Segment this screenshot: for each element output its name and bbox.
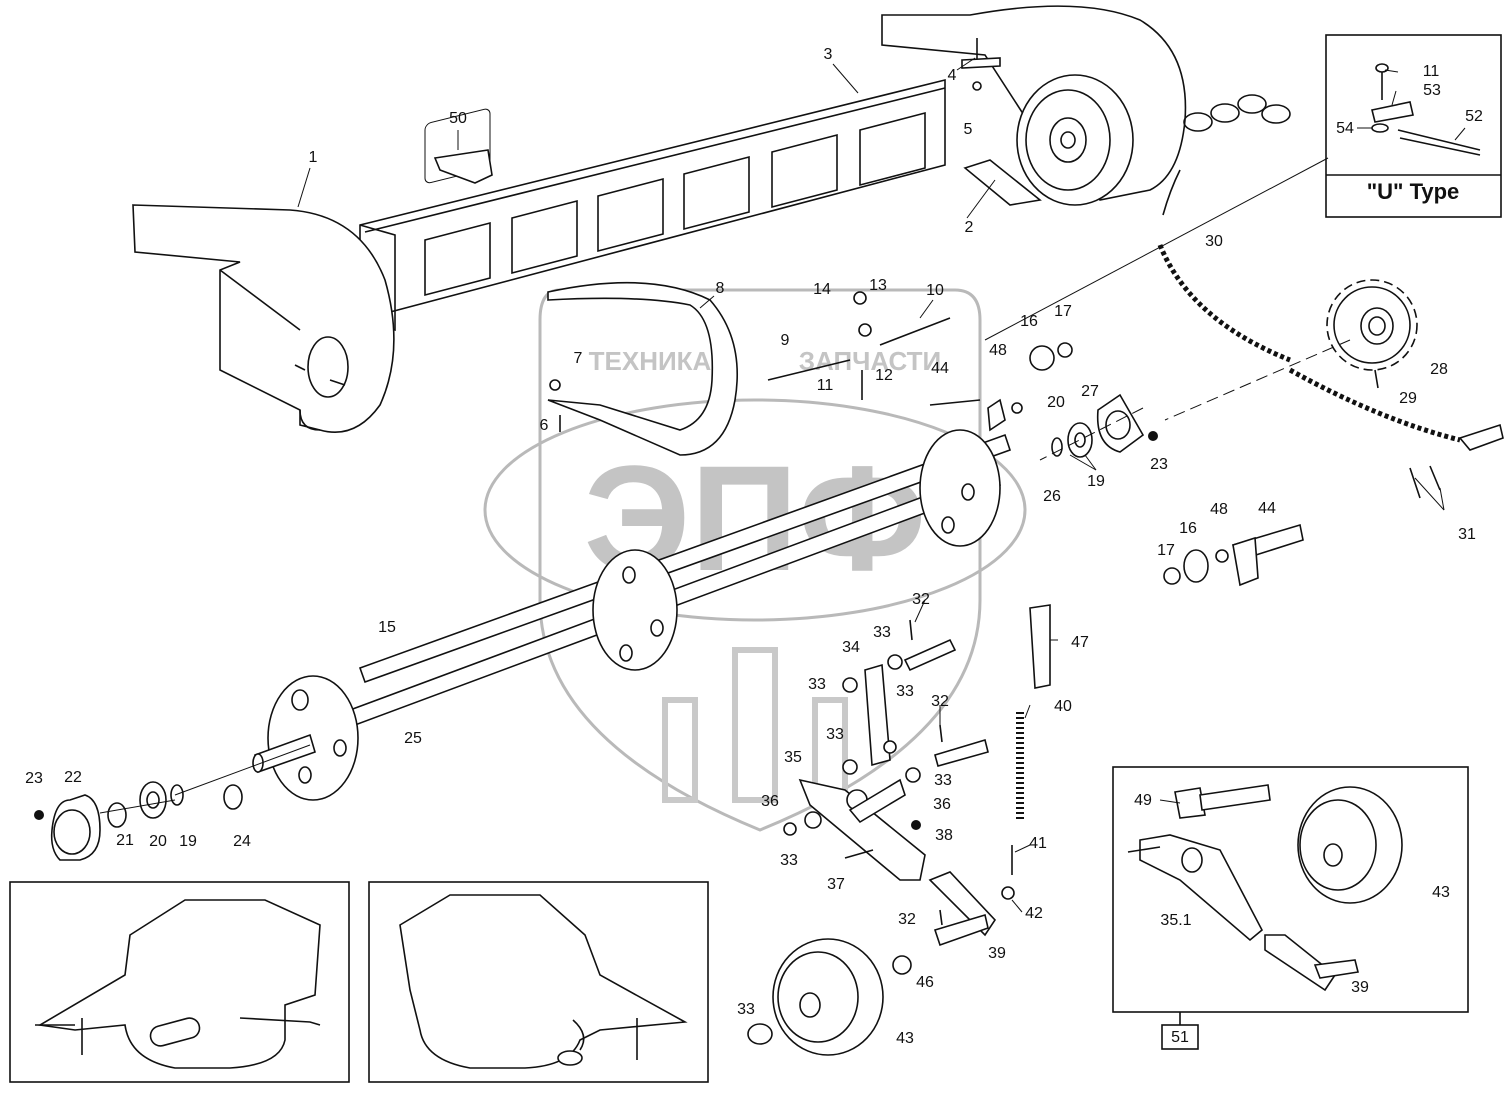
part-label: 32 — [931, 693, 949, 710]
safety-chain — [1162, 94, 1291, 216]
part-label: 28 — [1430, 361, 1448, 378]
part-label: 2 — [965, 219, 974, 236]
watermark-left-word: ТЕХНИКА — [589, 346, 712, 376]
part-label: 33 — [934, 772, 952, 789]
part-label: 44 — [931, 360, 949, 377]
part-label: 15 — [378, 619, 396, 636]
position-diagram-2 — [368, 881, 709, 1083]
position-diagram-1 — [9, 881, 350, 1083]
inset-kit-51 — [1112, 766, 1469, 1050]
part-label: 21 — [116, 832, 134, 849]
part-label: 19 — [179, 833, 197, 850]
part-label: 54 — [1336, 120, 1354, 137]
part-label: 20 — [149, 833, 167, 850]
part-label: 46 — [916, 974, 934, 991]
part-label: 16 — [1020, 313, 1038, 330]
part-label: 11 — [817, 377, 834, 394]
part-label: 35.1 — [1160, 912, 1191, 929]
part-label: 39 — [988, 945, 1006, 962]
part-label: 42 — [1025, 905, 1043, 922]
part-label: 12 — [875, 367, 893, 384]
part-label: 40 — [1054, 698, 1072, 715]
part-label: 33 — [737, 1001, 755, 1018]
part-label: 16 — [1179, 520, 1197, 537]
part-label: 52 — [1465, 108, 1483, 125]
hardware-top — [433, 38, 1441, 499]
part-label: 51 — [1171, 1029, 1189, 1046]
part-label: 49 — [1134, 792, 1152, 809]
part-label: 48 — [1210, 501, 1228, 518]
part-label: 38 — [935, 827, 953, 844]
axle-assembly — [252, 429, 1012, 801]
belt-guard — [547, 281, 738, 456]
part-label: 1 — [309, 149, 318, 166]
part-label: 22 — [64, 769, 82, 786]
part-label: 32 — [898, 911, 916, 928]
left-fender-mount — [132, 204, 395, 434]
part-label: 24 — [233, 833, 251, 850]
bearing-housing-left — [34, 781, 243, 861]
part-label: 30 — [1205, 233, 1223, 250]
part-label: 26 — [1043, 488, 1061, 505]
part-label: 23 — [25, 770, 43, 787]
part-label: 50 — [449, 110, 467, 127]
part-label: 11 — [1423, 63, 1440, 80]
leader-lines — [99, 57, 1466, 913]
part-label: 39 — [1351, 979, 1369, 996]
part-label: 19 — [1087, 473, 1105, 490]
bearing-housing-right — [1051, 393, 1158, 458]
part-label: 5 — [964, 121, 973, 138]
part-label: 8 — [716, 280, 725, 297]
part-label: 43 — [1432, 884, 1450, 901]
part-label: 35 — [784, 749, 802, 766]
part-label: 17 — [1157, 542, 1175, 559]
part-label: 4 — [948, 67, 957, 84]
inset-title: "U" Type — [1367, 179, 1460, 204]
part-label: 23 — [1150, 456, 1168, 473]
part-label: 33 — [780, 852, 798, 869]
part-label: 27 — [1081, 383, 1099, 400]
part-label: 33 — [896, 683, 914, 700]
jockey-wheel-assembly — [747, 604, 1051, 1056]
part-label: 7 — [574, 350, 583, 367]
part-label: 14 — [813, 281, 831, 298]
part-label: 13 — [869, 277, 887, 294]
part-label: 3 — [824, 46, 833, 63]
watermark-right-word: ЗАПЧАСТИ — [799, 346, 942, 376]
part-label: 25 — [404, 730, 422, 747]
part-number-labels: 1 2 3 4 5 50 8 7 6 9 14 13 10 11 12 44 4… — [25, 46, 1483, 1047]
sprocket — [1326, 279, 1418, 371]
part-label: 41 — [1029, 835, 1047, 852]
part-label: 9 — [781, 332, 790, 349]
part-label: 31 — [1458, 526, 1476, 543]
part-label: 47 — [1071, 634, 1089, 651]
part-label: 20 — [1047, 394, 1065, 411]
part-label: 33 — [808, 676, 826, 693]
part-label: 37 — [827, 876, 845, 893]
part-label: 33 — [826, 726, 844, 743]
part-label: 29 — [1399, 390, 1417, 407]
idler-assembly-right — [1163, 523, 1304, 587]
part-label: 36 — [761, 793, 779, 810]
part-label: 34 — [842, 639, 860, 656]
drive-chain — [1157, 244, 1504, 451]
part-label: 10 — [926, 282, 944, 299]
main-frame-beam — [359, 78, 946, 332]
part-label: 36 — [933, 796, 951, 813]
part-label: 44 — [1258, 500, 1276, 517]
part-label: 33 — [873, 624, 891, 641]
part-label: 48 — [989, 342, 1007, 359]
watermark-wheat-icon — [662, 647, 848, 803]
part-label: 53 — [1423, 82, 1441, 99]
part-label: 17 — [1054, 303, 1072, 320]
part-label: 43 — [896, 1030, 914, 1047]
part-label: 6 — [540, 417, 549, 434]
inset-u-type: "U" Type — [984, 34, 1502, 341]
part-label: 32 — [912, 591, 930, 608]
right-fender-wheel — [881, 5, 1187, 206]
